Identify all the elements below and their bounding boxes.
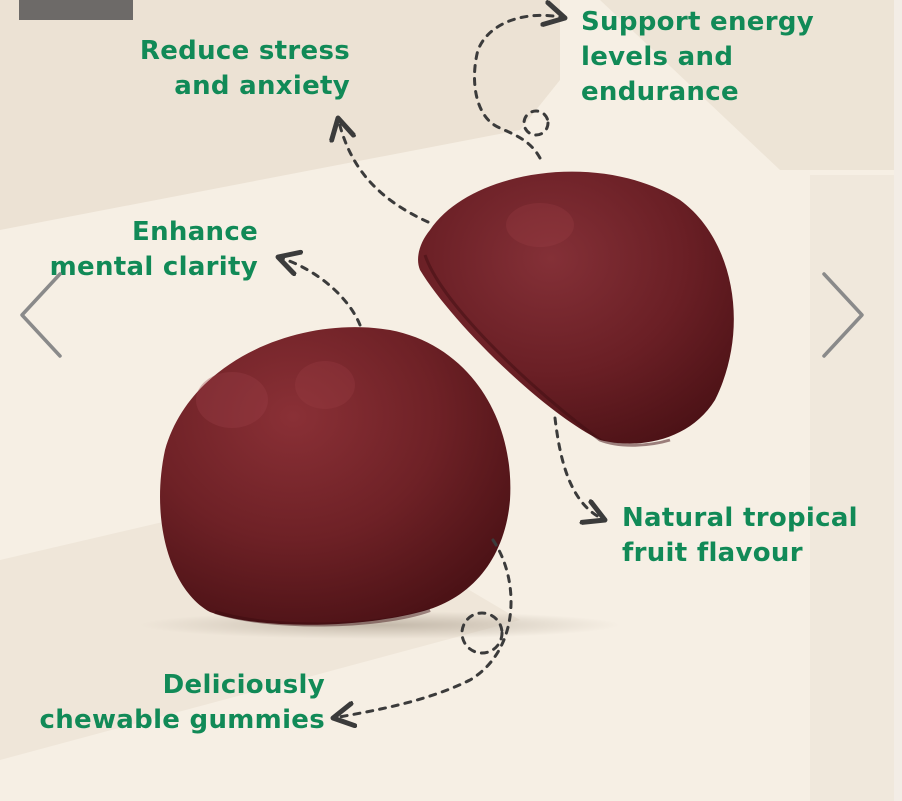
benefit-flavour-line1: Natural tropical [622, 503, 858, 533]
benefit-chewable-line2: chewable gummies [39, 705, 325, 735]
carousel-prev-button[interactable] [16, 270, 64, 360]
bg-panel-top-left [0, 0, 560, 230]
carousel-next-button[interactable] [820, 270, 868, 360]
benefit-stress: Reduce stress and anxiety [140, 34, 350, 104]
benefit-clarity: Enhance mental clarity [50, 215, 258, 285]
gummy-upper [418, 171, 734, 444]
benefit-clarity-line1: Enhance [132, 217, 258, 247]
chevron-left-icon [20, 272, 62, 358]
benefit-energy-line3: endurance [581, 77, 739, 107]
arrow-flavour [553, 416, 605, 520]
benefit-chewable-line1: Deliciously [162, 670, 325, 700]
benefit-flavour-line2: fruit flavour [622, 538, 803, 568]
gummy-lower [160, 327, 511, 625]
arrow-energy-loop [522, 109, 550, 137]
benefit-stress-line1: Reduce stress [139, 36, 350, 66]
benefit-energy: Support energy levels and endurance [581, 5, 814, 110]
arrow-stress [338, 118, 430, 224]
arrow-clarity [278, 257, 362, 327]
corner-badge [19, 0, 133, 20]
benefit-clarity-line2: mental clarity [49, 252, 258, 282]
benefit-energy-line2: levels and [581, 42, 734, 72]
benefit-flavour: Natural tropical fruit flavour [622, 501, 858, 571]
chevron-right-icon [822, 272, 864, 358]
bg-panel-right [810, 175, 902, 801]
bg-panel-top-right [600, 0, 902, 170]
arrow-chewable-loop [460, 611, 504, 655]
arrow-chewable [333, 538, 513, 718]
benefit-energy-line1: Support energy [581, 7, 814, 37]
scroll-edge [894, 0, 902, 801]
arrow-energy [472, 15, 565, 160]
benefit-chewable: Deliciously chewable gummies [40, 668, 325, 738]
benefit-stress-line2: and anxiety [174, 71, 350, 101]
